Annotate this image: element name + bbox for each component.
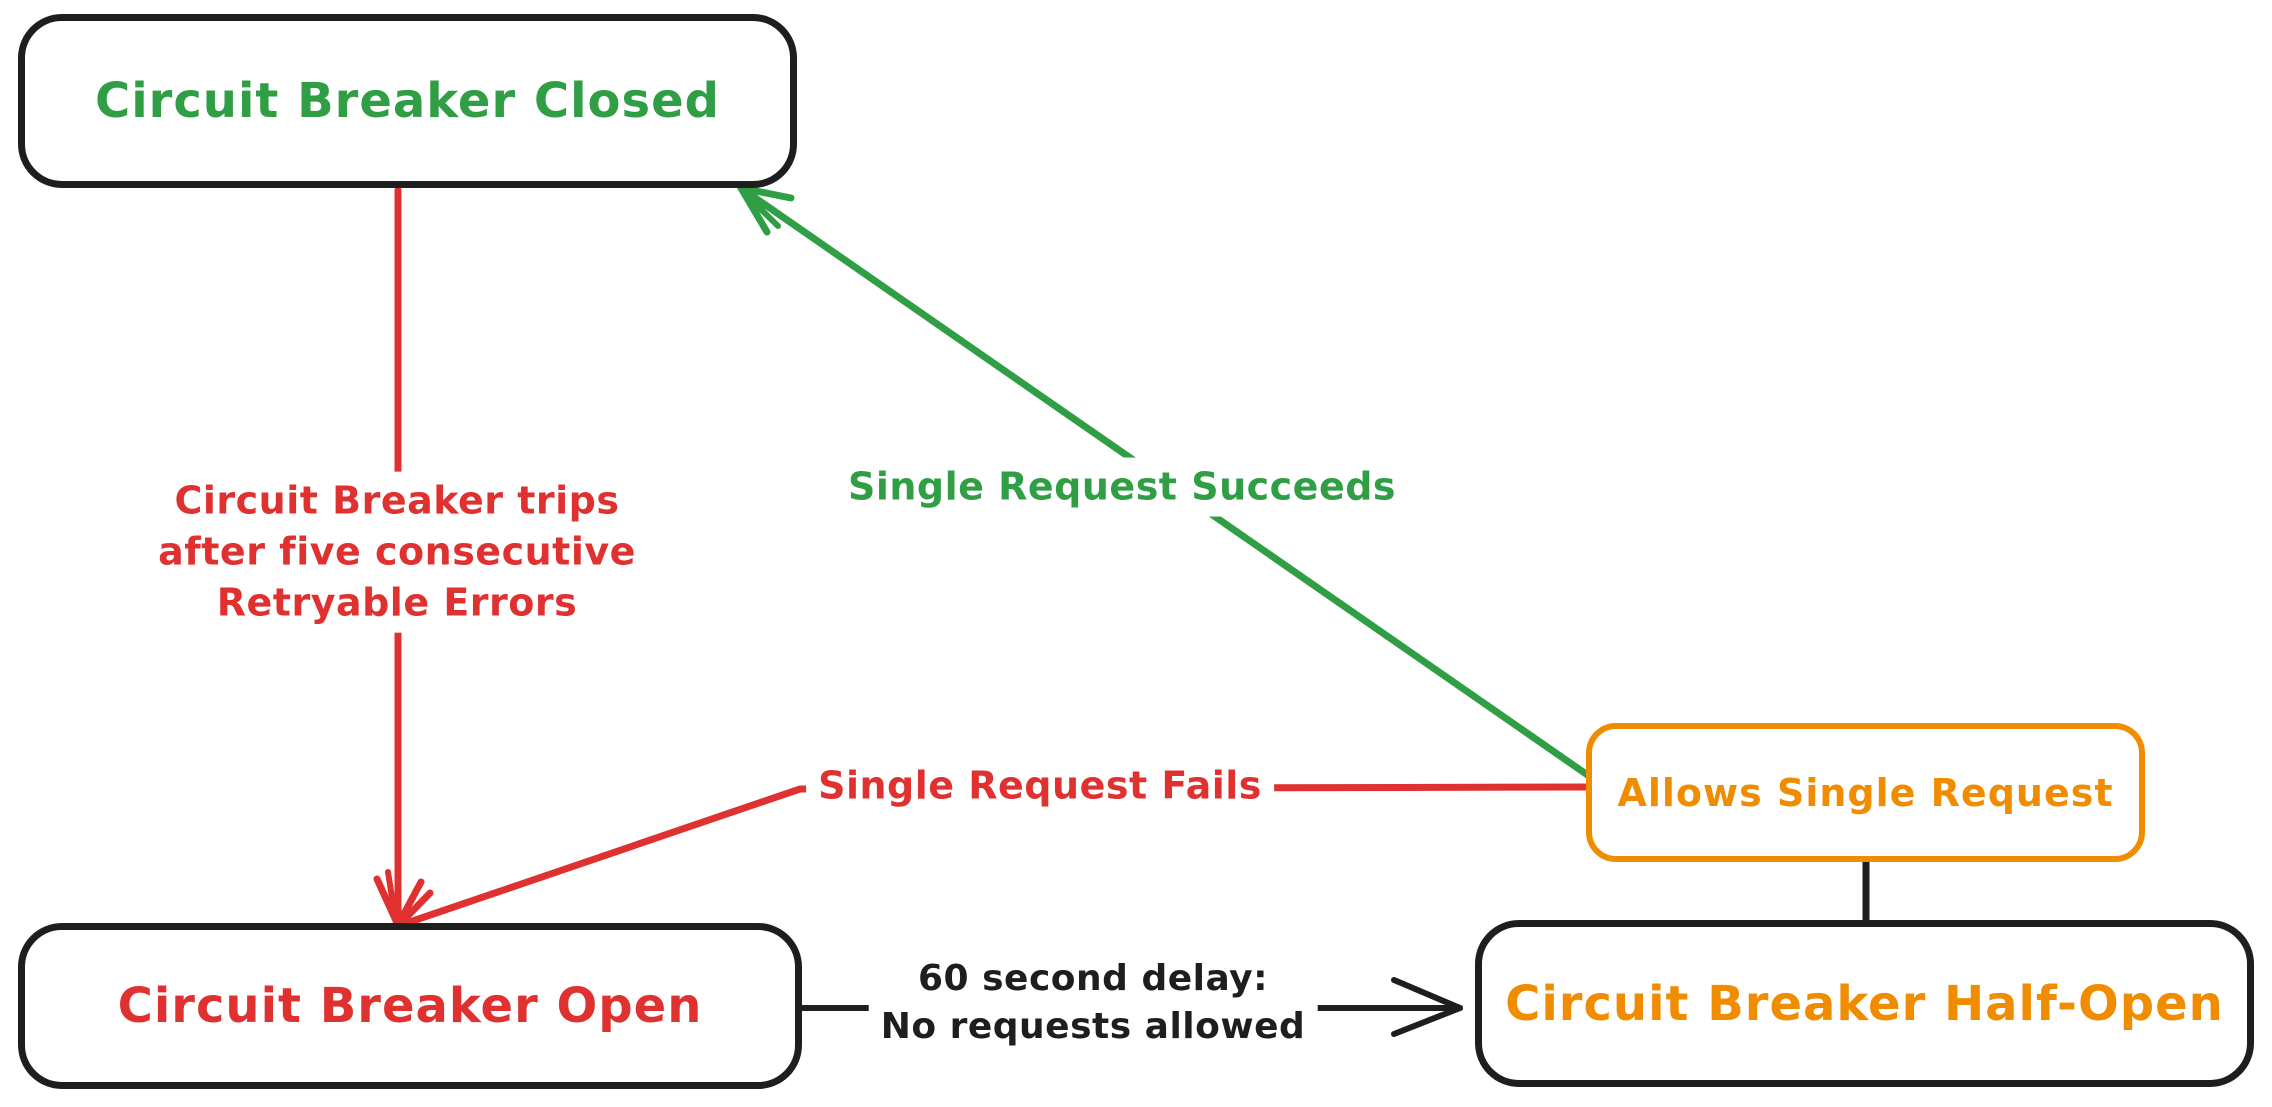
state-label-closed: Circuit Breaker Closed <box>95 73 720 129</box>
state-node-open: Circuit Breaker Open <box>18 923 802 1089</box>
delay-edge-label-line2: No requests allowed <box>880 1006 1306 1047</box>
trip-edge-label-line2: after five consecutive <box>158 529 636 574</box>
state-label-open: Circuit Breaker Open <box>117 978 703 1034</box>
state-label-half-open: Circuit Breaker Half-Open <box>1505 975 2224 1032</box>
fails-edge-label: Single Request Fails <box>806 756 1274 816</box>
state-node-closed: Circuit Breaker Closed <box>18 14 797 188</box>
state-node-half-open: Circuit Breaker Half-Open <box>1475 920 2254 1087</box>
succeeds-edge-label: Single Request Succeeds <box>835 457 1409 517</box>
delay-edge-label-line1: 60 second delay: <box>917 957 1269 999</box>
trip-edge-label-line1: Circuit Breaker trips <box>174 478 620 523</box>
trip-edge-label-line3: Retryable Errors <box>216 580 578 625</box>
label-allows-single-request: Allows Single Request <box>1617 770 2114 815</box>
delay-edge-label: 60 second delay: No requests allowed <box>868 950 1318 1056</box>
trip-edge-label: Circuit Breaker trips after five consecu… <box>146 471 648 633</box>
node-allows-single-request: Allows Single Request <box>1586 723 2145 862</box>
